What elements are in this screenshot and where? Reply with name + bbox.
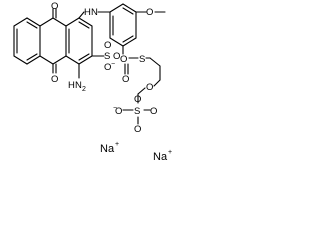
sulfonate-s: S [104,51,110,62]
sulfonate-o-right: O [113,51,120,62]
sulfonyl-o-bottom: O [122,74,129,85]
sulfonate-o-top: O [104,40,111,51]
hn-h: H [84,7,91,18]
sulfate-o-left: O [115,106,122,117]
counterion-charge-2: + [168,149,172,156]
anthraquinone-core-bonds [13,8,93,74]
carbonyl-o-top: O [51,1,58,12]
substituent-bonds [78,3,166,125]
sulfonate-charge: − [111,61,115,68]
chemical-structure-diagram: O O H N O H N 2 S O O O − O S O O O S O … [13,1,172,163]
hn-n: N [91,7,98,18]
sulfate-o-top: O [134,94,141,105]
counterion-charge-1: + [115,141,119,148]
counterion-na-2: Na [153,151,168,163]
sulfonyl-o-left: O [120,54,127,65]
sulfate-o-right: O [150,106,157,117]
sulfonate-o-minus: O [104,62,111,73]
counterion-na-1: Na [100,143,115,155]
sulfate-o-bottom: O [134,124,141,135]
sulfonyl-s: S [139,54,145,65]
amine-n: N [75,80,82,91]
amine-h: H [68,80,75,91]
ester-o: O [146,82,153,93]
methoxy-o: O [146,7,153,18]
amine-subscript: 2 [82,86,86,93]
carbonyl-o-bottom: O [51,74,58,85]
sulfate-s: S [134,106,140,117]
sulfate-charge: − [113,105,117,112]
